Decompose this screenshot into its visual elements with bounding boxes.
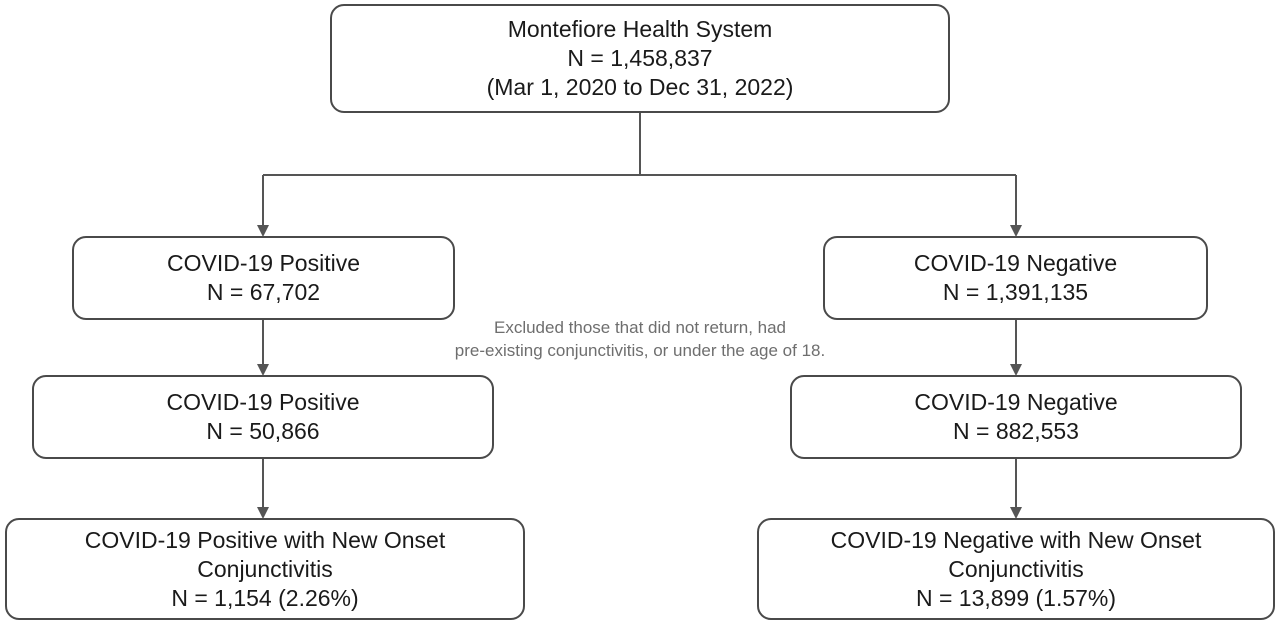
covid-negative-conjunctivitis-label-cont: Conjunctivitis xyxy=(948,555,1084,582)
covid-positive-conjunctivitis-label-cont: Conjunctivitis xyxy=(197,555,333,582)
root-date-range: (Mar 1, 2020 to Dec 31, 2022) xyxy=(486,74,794,100)
covid-negative-conjunctivitis-label: COVID-19 Negative with New Onset xyxy=(830,526,1202,553)
covid-negative-filtered-box: COVID-19 Negative N = 882,553 xyxy=(790,375,1242,459)
exclusion-note: Excluded those that did not return, had … xyxy=(400,316,880,362)
covid-positive-count: N = 67,702 xyxy=(206,279,321,305)
covid-negative-count: N = 1,391,135 xyxy=(942,279,1089,305)
covid-positive-filtered-box: COVID-19 Positive N = 50,866 xyxy=(32,375,494,459)
exclusion-note-line-2: pre-existing conjunctivitis, or under th… xyxy=(454,341,826,360)
covid-negative-box: COVID-19 Negative N = 1,391,135 xyxy=(823,236,1208,320)
exclusion-note-line-1: Excluded those that did not return, had xyxy=(493,318,787,337)
covid-negative-conjunctivitis-box: COVID-19 Negative with New Onset Conjunc… xyxy=(757,518,1275,620)
covid-negative-filtered-label: COVID-19 Negative xyxy=(914,389,1118,415)
covid-positive-filtered-label: COVID-19 Positive xyxy=(166,389,360,415)
root-box: Montefiore Health System N = 1,458,837 (… xyxy=(330,4,950,113)
covid-negative-filtered-count: N = 882,553 xyxy=(953,418,1079,444)
covid-negative-conjunctivitis-count: N = 13,899 (1.57%) xyxy=(915,584,1117,611)
root-title: Montefiore Health System xyxy=(507,16,773,42)
root-count: N = 1,458,837 xyxy=(567,45,713,71)
covid-negative-label: COVID-19 Negative xyxy=(913,250,1118,276)
covid-positive-box: COVID-19 Positive N = 67,702 xyxy=(72,236,455,320)
covid-positive-filtered-count: N = 50,866 xyxy=(206,418,320,444)
covid-positive-conjunctivitis-box: COVID-19 Positive with New Onset Conjunc… xyxy=(5,518,525,620)
covid-positive-conjunctivitis-count: N = 1,154 (2.26%) xyxy=(171,584,359,611)
covid-positive-label: COVID-19 Positive xyxy=(166,250,360,276)
covid-positive-conjunctivitis-label: COVID-19 Positive with New Onset xyxy=(84,526,446,553)
